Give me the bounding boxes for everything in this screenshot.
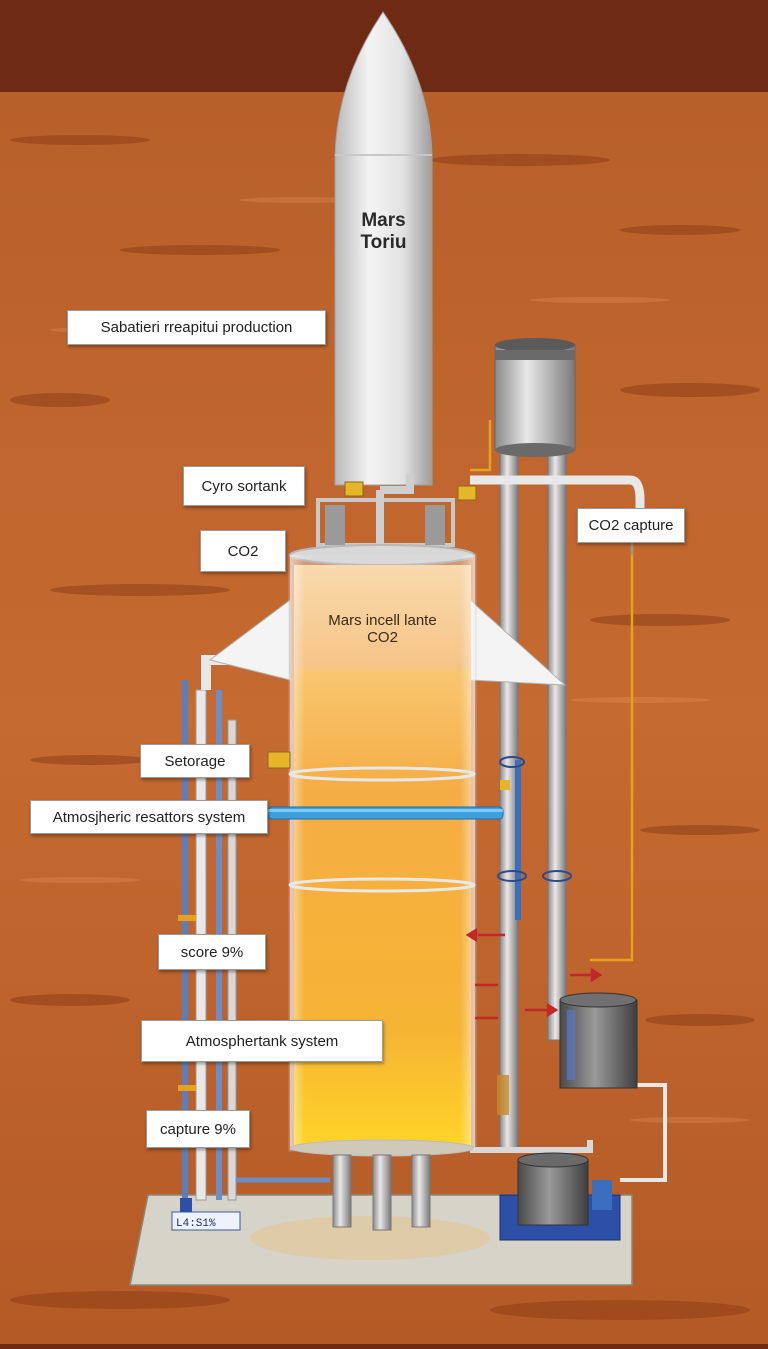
fittings	[267, 751, 572, 1115]
tank-legs	[332, 1154, 431, 1231]
storage-cylinder	[559, 992, 638, 1089]
tank-title-line2: CO2	[367, 629, 398, 646]
rocket-title-line2: Toriu	[360, 232, 407, 253]
tank-title-line1: Mars incell lante	[328, 612, 437, 629]
rocket	[334, 11, 433, 486]
label-co2-capture: CO2 capture	[577, 508, 685, 543]
label-score: score 9%	[158, 934, 266, 970]
label-atmospheric-system: Atmosjheric resattors system	[30, 800, 268, 834]
right-pipes	[470, 420, 667, 1182]
label-sabatier: Sabatieri rreapitui production	[67, 310, 326, 345]
plate-label: L4:S1%	[176, 1218, 216, 1230]
label-setorage: Setorage	[140, 744, 250, 778]
label-atmosphertank-system: Atmosphertank system	[141, 1020, 383, 1062]
label-capture: capture 9%	[146, 1110, 250, 1148]
rocket-title-line1: Mars	[361, 210, 406, 231]
plate-post	[180, 1198, 192, 1212]
plate-box	[171, 1211, 241, 1231]
rocket-title: Mars Toriu	[335, 210, 432, 254]
terrain-ridges	[10, 135, 760, 1320]
co2-capture-unit	[494, 338, 576, 457]
tank-title: Mars incell lante CO2	[294, 612, 471, 646]
label-co2: CO2	[200, 530, 286, 572]
pump-unit	[499, 1152, 621, 1241]
dust-patch	[250, 1216, 490, 1260]
label-cyro-sortank: Cyro sortank	[183, 466, 305, 506]
flow-arrows	[465, 927, 603, 1020]
